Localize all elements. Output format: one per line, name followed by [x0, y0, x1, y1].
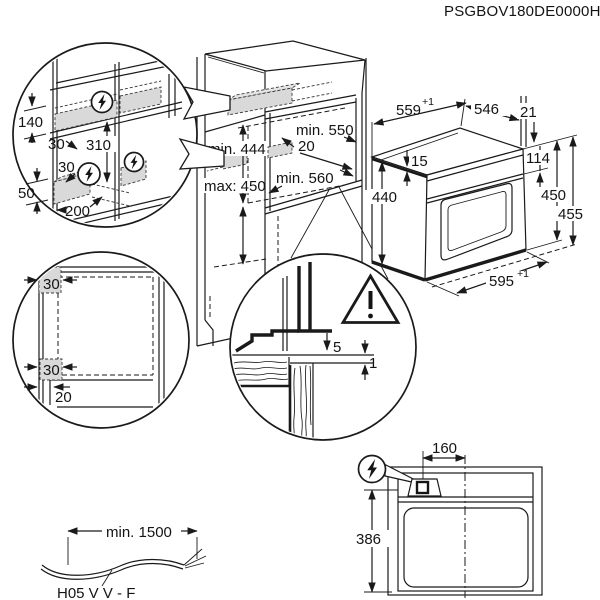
connection-zone-top-face: [227, 82, 301, 101]
dim-side-offset-top: 30: [48, 136, 65, 153]
dim-zone-offset: 20: [298, 138, 315, 155]
clearance-zone-bottom: [39, 358, 63, 381]
dim-cable-length: min. 1500: [106, 524, 172, 541]
dim-niche-height-max: max: 450: [204, 178, 266, 195]
dim-side-offset-mid: 30: [58, 159, 75, 176]
dim-total-height: 455: [558, 206, 583, 223]
dim-side-clearance-bottom: 30: [43, 362, 60, 379]
dim-width-front: 595: [489, 273, 514, 290]
cavity-outline: [403, 507, 529, 588]
terminal-box: [415, 480, 430, 495]
oven-door-window: [440, 182, 513, 261]
dim-lower-zone-height: 50: [18, 185, 35, 202]
dim-lower-zone-width: 200: [65, 203, 90, 220]
dim-width-top-tol: +1: [422, 96, 434, 108]
dim-back-zone-height: 310: [86, 137, 111, 154]
part-number: PSGBOV180DE0000H: [444, 3, 600, 20]
dim-front-gap: 1: [369, 355, 377, 372]
corner-detail-circle: 140 30 310 30 50 200: [12, 42, 198, 228]
dim-conduit-depth: 386: [356, 531, 381, 548]
oven-top-view: 160 386: [353, 440, 543, 598]
gap-detail-circle: 5 1: [229, 253, 417, 441]
dim-conduit-offset: 160: [432, 440, 457, 457]
dim-front-height: 450: [541, 187, 566, 204]
dim-width-front-tol: +1: [517, 268, 529, 280]
dim-top-trim: 15: [411, 153, 428, 170]
dim-toe-kick: 20: [55, 389, 72, 406]
zone-band-back: [119, 86, 162, 114]
mains-cable: min. 1500 H05 V V - F: [40, 524, 207, 600]
detail-callout-wedges: [178, 86, 231, 170]
dim-niche-width-min: min. 560: [276, 170, 334, 187]
cable-type-label: H05 V V - F: [57, 585, 135, 600]
dim-top-gap: 5: [333, 339, 341, 356]
tall-cabinet: min. 444 max: 450 min. 550 20 min. 560: [196, 40, 389, 347]
dim-width-top: 559: [396, 102, 421, 119]
dim-niche-depth-min: min. 550: [296, 122, 354, 139]
oven-projection: 559 +1 546 21 114 450 455 440 15 595 +1: [370, 96, 589, 297]
dim-depth: 546: [474, 101, 499, 118]
dim-front-top-height: 114: [526, 150, 550, 167]
dim-side-clearance-top: 30: [43, 276, 60, 293]
warning-icon: [340, 273, 401, 324]
dim-back-gap: 21: [520, 104, 537, 121]
dim-body-height: 440: [372, 189, 397, 206]
plinth-detail-circle: 30 30 20: [12, 251, 190, 429]
dim-zone-height: 140: [18, 114, 43, 131]
